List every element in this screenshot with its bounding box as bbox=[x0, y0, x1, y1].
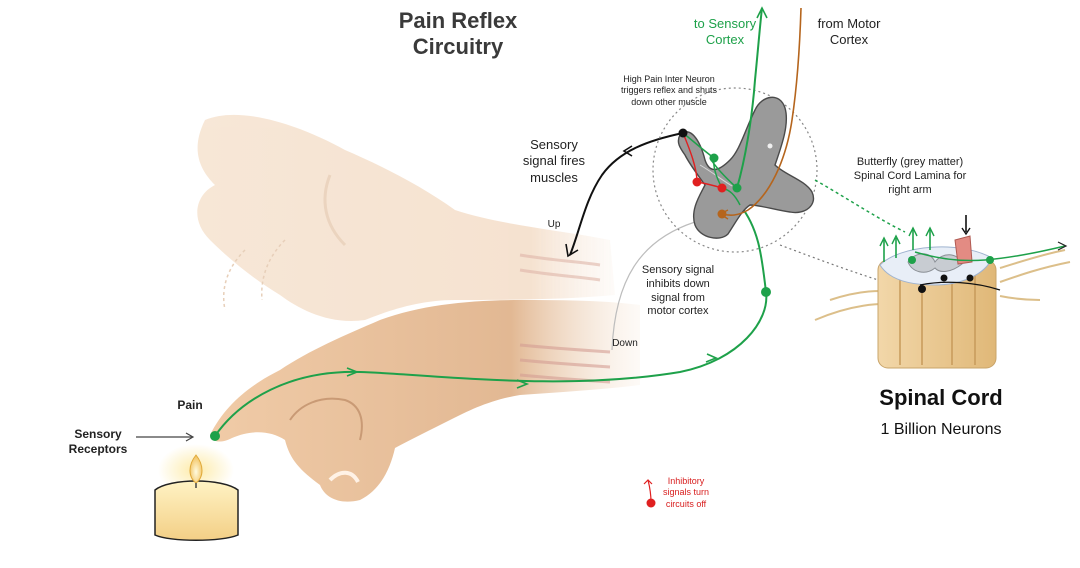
raised-hand-illustration bbox=[197, 114, 615, 321]
sensory-fires-label: Sensory signal fires muscles bbox=[522, 137, 586, 185]
inhibited-motor-line bbox=[611, 221, 696, 351]
diagram-title: Pain Reflex Circuitry bbox=[384, 8, 532, 61]
up-label: Up bbox=[547, 219, 561, 230]
lowered-hand-illustration bbox=[210, 300, 640, 502]
inhibits-label: Sensory signal inhibits down signal from… bbox=[641, 264, 715, 318]
inhibitory-legend-icon bbox=[643, 479, 656, 508]
motor-relay-dot bbox=[717, 209, 727, 219]
spinal-cord-illustration bbox=[814, 215, 1071, 369]
spinal-cross-section bbox=[652, 6, 818, 253]
sensory-ganglion-dot bbox=[761, 287, 771, 297]
spinal-cord-title: Spinal Cord bbox=[879, 385, 1003, 410]
neuron-count-label: 1 Billion Neurons bbox=[880, 421, 1002, 438]
motor-pathway bbox=[565, 132, 684, 258]
inhibitory-neuron-dot bbox=[717, 183, 727, 193]
sensory-receptors-label: Sensory Receptors bbox=[68, 427, 128, 456]
from-motor-cortex-label: from Motor Cortex bbox=[817, 16, 881, 48]
candle-illustration bbox=[154, 444, 239, 541]
sensory-relay-dot bbox=[732, 183, 742, 193]
inhibitory-legend-label: Inhibitory signals turn circuits off bbox=[662, 476, 710, 509]
interneuron-dot bbox=[709, 153, 719, 163]
receptor-pointer-arrow bbox=[136, 432, 195, 442]
inhibitory-neuron-dot bbox=[692, 177, 702, 187]
title-line-1: Pain Reflex bbox=[398, 8, 518, 33]
pain-label: Pain bbox=[177, 398, 203, 412]
to-sensory-cortex-label: to Sensory Cortex bbox=[693, 16, 757, 48]
pain-receptor-dot bbox=[210, 431, 220, 441]
butterfly-label: Butterfly (grey matter) Spinal Cord Lami… bbox=[853, 156, 967, 196]
title-line-2: Circuitry bbox=[412, 34, 504, 60]
sensory-pathway bbox=[210, 204, 771, 441]
down-label: Down bbox=[612, 338, 638, 349]
interneuron-label: High Pain Inter Neuron triggers reflex a… bbox=[620, 74, 718, 107]
motor-neuron-dot bbox=[678, 128, 688, 138]
